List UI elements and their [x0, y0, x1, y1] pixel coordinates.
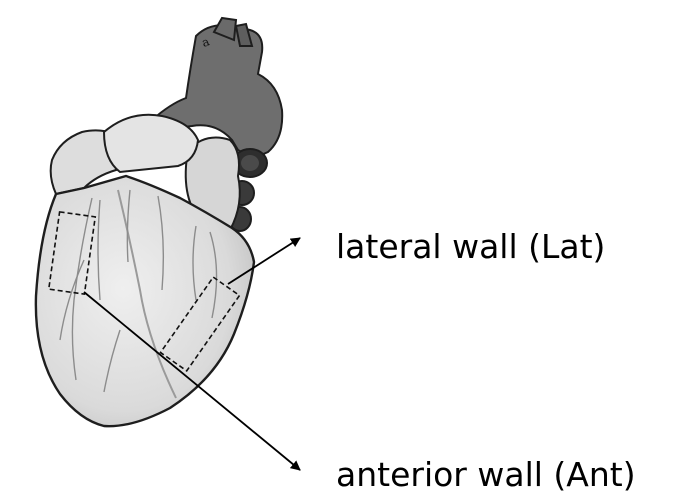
anterior-wall-label: anterior wall (Ant)	[336, 458, 636, 491]
carotid-branch	[236, 24, 252, 46]
lateral-wall-label: lateral wall (Lat)	[336, 230, 605, 263]
pulmonary-vein-1-lumen	[241, 155, 259, 171]
pulmonary-trunk	[104, 115, 198, 172]
